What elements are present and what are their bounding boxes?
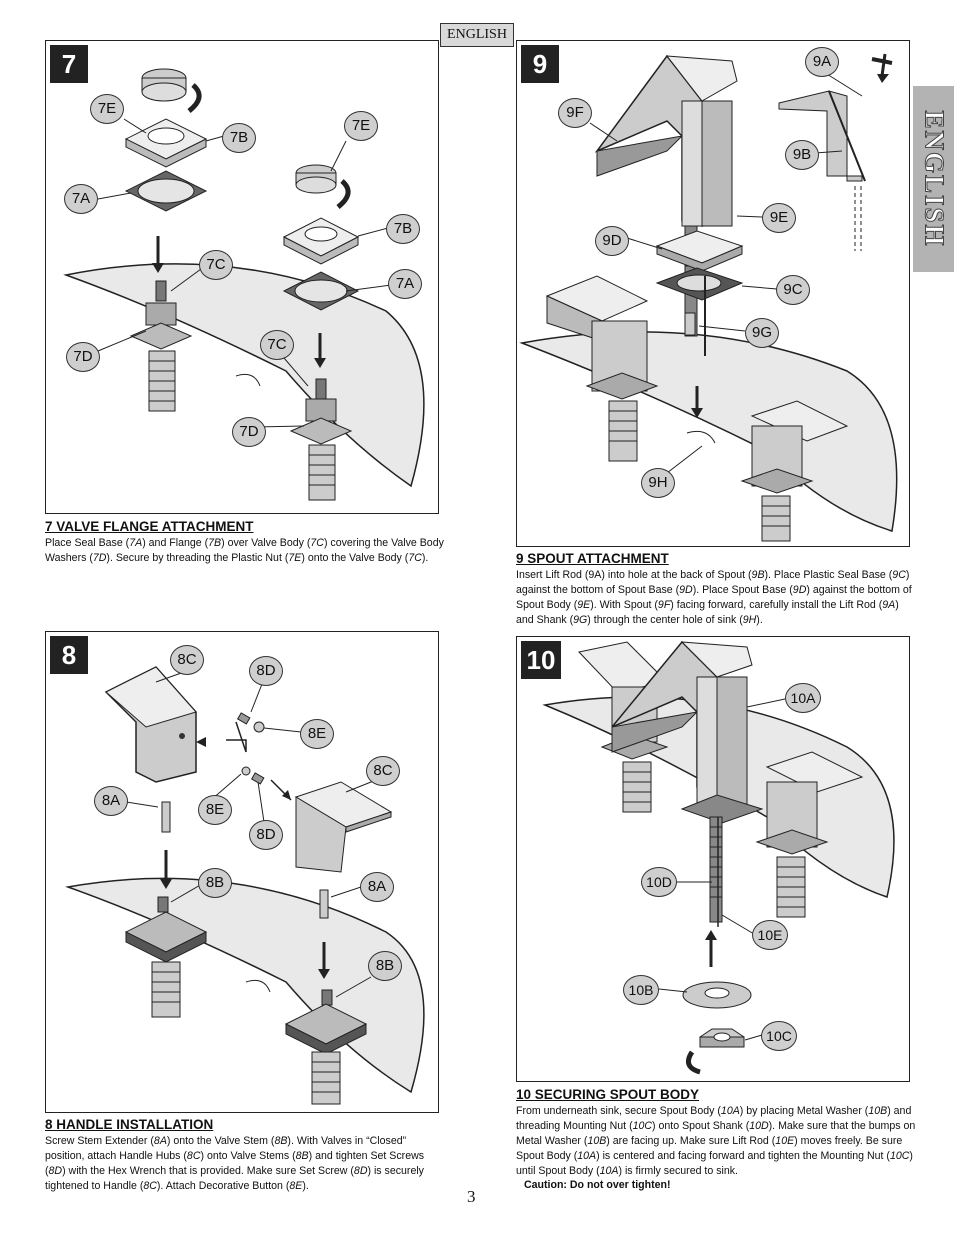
callout-9h: 9H [641,468,675,498]
step-8-number: 8 [50,636,88,674]
language-side-tab: ENGLISH [913,86,954,272]
callout-7e: 7E [344,111,378,141]
callout-7b: 7B [222,123,256,153]
step-10-panel: 10 [516,636,910,1082]
step-10-instructions: From underneath sink, secure Spout Body … [516,1105,916,1177]
callout-8d: 8D [249,820,283,850]
language-label: ENGLISH [440,23,514,47]
callout-7d: 7D [232,417,266,447]
callout-9d: 9D [595,226,629,256]
callout-9c: 9C [776,275,810,305]
callout-9g: 9G [745,318,779,348]
step-9-panel: 9 [516,40,910,547]
step-8-title: 8 HANDLE INSTALLATION [45,1117,214,1132]
callout-8d: 8D [249,656,283,686]
page-number: 3 [467,1187,476,1206]
callout-8a: 8A [94,786,128,816]
step-9-instructions: Insert Lift Rod (9A) into hole at the ba… [516,569,912,626]
step-7-number: 7 [50,45,88,83]
callout-7d: 7D [66,342,100,372]
step-10-number: 10 [521,641,561,679]
callout-9e: 9E [762,203,796,233]
callout-10b: 10B [623,975,659,1005]
step-7-title: 7 VALVE FLANGE ATTACHMENT [45,519,254,534]
step-9-number: 9 [521,45,559,83]
callout-8c: 8C [366,756,400,786]
callout-8b: 8B [368,951,402,981]
step-7-illustration [63,68,425,501]
callout-9f: 9F [558,98,592,128]
callout-7a: 7A [388,269,422,299]
callout-8e: 8E [198,795,232,825]
language-side-tab-label: ENGLISH [919,110,950,248]
callout-7e: 7E [90,94,124,124]
callout-7c: 7C [199,250,233,280]
callout-10e: 10E [752,920,788,950]
callout-8c: 8C [170,645,204,675]
callout-7a: 7A [64,184,98,214]
callout-10d: 10D [641,867,677,897]
step-8-instructions: Screw Stem Extender (8A) onto the Valve … [45,1135,425,1192]
callout-7b: 7B [386,214,420,244]
callout-8b: 8B [198,868,232,898]
callout-9a: 9A [805,47,839,77]
callout-8a: 8A [360,872,394,902]
step-7-instructions: Place Seal Base (7A) and Flange (7B) ove… [45,537,444,564]
step-9-illustration [519,53,898,542]
step-10-illustration [542,640,895,1075]
callout-9b: 9B [785,140,819,170]
callout-7c: 7C [260,330,294,360]
step-7-panel: 7 [45,40,439,514]
step-9-title: 9 SPOUT ATTACHMENT [516,551,669,566]
step-8-illustration [65,666,425,1105]
step-10-title: 10 SECURING SPOUT BODY [516,1087,700,1102]
callout-8e: 8E [300,719,334,749]
callout-10c: 10C [761,1021,797,1051]
caution-note: Caution: Do not over tighten! [524,1179,671,1191]
step-8-panel: 8 [45,631,439,1113]
callout-10a: 10A [785,683,821,713]
